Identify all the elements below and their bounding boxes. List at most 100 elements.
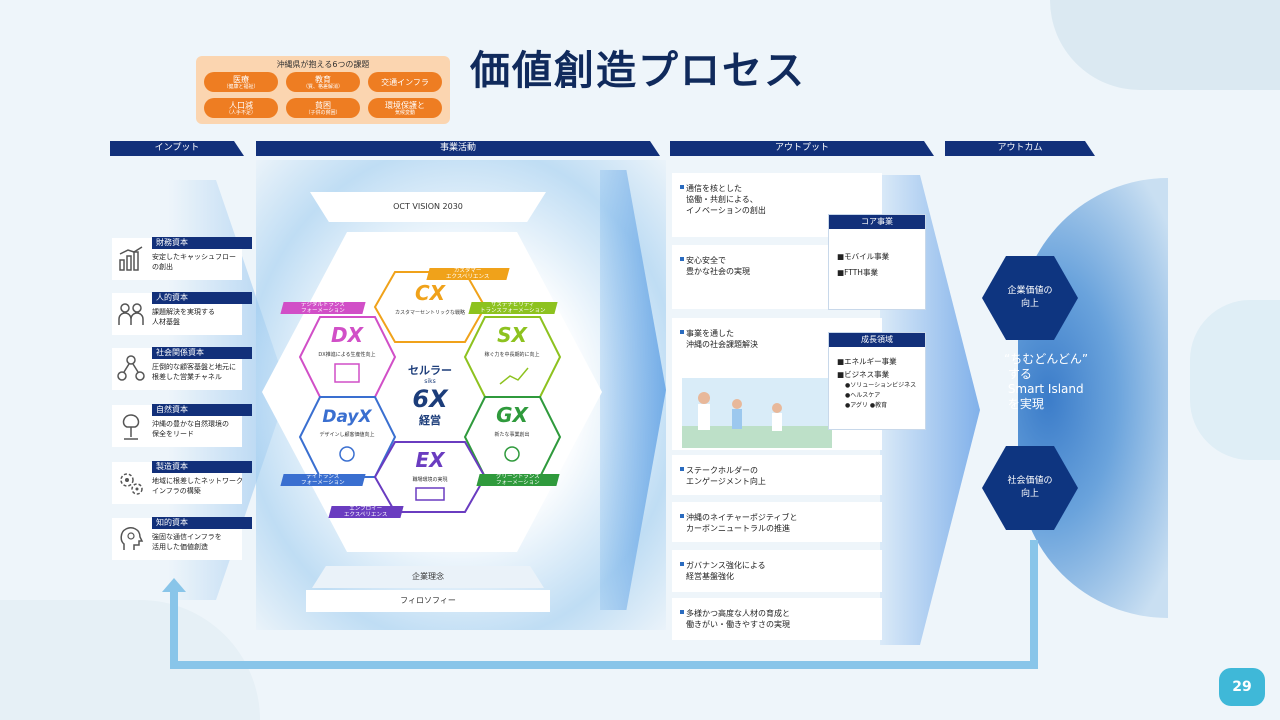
core-business-box: コア事業 ■モバイル事業 ■FTTH事業: [828, 214, 926, 310]
output-text: 事業を通した 沖縄の社会課題解決: [686, 329, 758, 349]
ex-code: EX: [415, 448, 446, 472]
background-shape: [1050, 0, 1280, 90]
issues-panel: 沖縄県が抱える6つの課題 医療（健康と福祉） 教育（質、格差解消） 交通インフラ…: [196, 56, 450, 124]
family-photo: [682, 378, 832, 448]
input-item: 知的資本 強固な通信インフラを 活用した価値創造: [112, 517, 252, 560]
dayx-tag-text: デイトランス フォーメーション: [301, 474, 345, 486]
dx-tag: デジタルトランス フォーメーション: [280, 302, 366, 314]
gx-tag: グリーントランス フォーメーション: [476, 474, 560, 486]
issue-sub: （質、格差解消）: [302, 83, 343, 90]
tree-icon: [122, 414, 140, 440]
forest-icon: [504, 446, 520, 462]
output-text: 沖縄のネイチャーポジティブと カーボンニュートラルの推進: [686, 513, 798, 533]
dx-code: DX: [331, 323, 365, 347]
column-header-outcome: アウトカム: [945, 141, 1095, 156]
issues-heading: 沖縄県が抱える6つの課題: [276, 60, 370, 69]
feedback-loop-line: [170, 661, 1038, 669]
issue-badge: 教育（質、格差解消）: [286, 72, 360, 92]
gears-icon: [120, 473, 143, 495]
core-item: ■FTTH事業: [837, 268, 878, 277]
ex-hex: EX 職場環境の実現: [373, 441, 487, 513]
output-text: 通信を核とした 協働・共創による、 イノベーションの創出: [686, 184, 766, 215]
growth-sub-item: ●アグリ ●教育: [845, 402, 888, 409]
dx-tag-text: デジタルトランス フォーメーション: [301, 302, 345, 314]
input-label: 人的資本: [152, 292, 252, 304]
dx-desc: DX推進による生産性向上: [318, 351, 375, 358]
core-heading: コア事業: [829, 215, 925, 229]
outcome-message: “ちむどんどん” する Smart Island を実現: [1004, 352, 1089, 411]
ex-tag-text: エンプロイー エクスペリエンス: [344, 506, 388, 518]
input-item: 自然資本 沖縄の豊かな自然環境の 保全をリード: [112, 404, 252, 447]
dayx-desc: デザインし顧客価値向上: [319, 431, 374, 438]
gx-code: GX: [496, 403, 529, 427]
sx-desc: 稼ぐ力を中長期的に向上: [484, 351, 539, 358]
cx-tag: カスタマー エクスペリエンス: [426, 268, 510, 280]
dayx-hex: DayX デザインし顧客価値向上: [298, 396, 397, 478]
output-text: ガバナンス強化による 経営基盤強化: [686, 561, 766, 581]
center-bottom: 経営: [419, 413, 441, 427]
output-text: 安心安全で 豊かな社会の実現: [686, 256, 750, 276]
gx-tag-text: グリーントランス フォーメーション: [496, 474, 540, 486]
column-header-output: アウトプット: [670, 141, 934, 156]
sx-tag: サステナビリティ トランスフォーメーション: [468, 302, 558, 314]
growth-heading: 成長領域: [829, 333, 925, 347]
core-item: ■モバイル事業: [837, 252, 890, 261]
ex-tag: エンプロイー エクスペリエンス: [328, 506, 404, 518]
growth-area-box: 成長領域 ■エネルギー事業 ■ビジネス事業 ●ソリューションビジネス ●ヘルスケ…: [828, 332, 926, 430]
input-desc: 沖縄の豊かな自然環境の 保全をリード: [152, 420, 229, 438]
gx-desc: 新たな事業創出: [494, 431, 529, 438]
sx-code: SX: [497, 323, 528, 347]
output-text: ステークホルダーの エンゲージメント向上: [686, 466, 766, 486]
bullet-icon: [680, 562, 684, 566]
input-desc: 課題解決を実現する 人材基盤: [152, 308, 215, 326]
feedback-loop-line: [1030, 540, 1038, 669]
center-top: セルラー: [408, 364, 452, 377]
output-item: 多様かつ高度な人材の育成と 働きがい・働きやすさの実現: [672, 598, 882, 640]
bullet-icon: [680, 330, 684, 334]
page-number: 29: [1219, 668, 1265, 706]
dayx-code: DayX: [322, 407, 372, 427]
computer-icon: [334, 363, 360, 383]
team-icon: [415, 487, 445, 501]
growth-item: ■ビジネス事業: [837, 370, 890, 379]
input-desc: 安定したキャッシュフロー の創出: [152, 253, 236, 271]
dayx-tag: デイトランス フォーメーション: [280, 474, 366, 486]
philosophy-banner-2: フィロソフィー: [306, 590, 550, 612]
output-text: 多様かつ高度な人材の育成と 働きがい・働きやすさの実現: [686, 609, 790, 629]
issue-label: 交通インフラ: [381, 77, 429, 87]
dx-hex: DX DX推進による生産性向上: [298, 316, 397, 398]
growth-sub-item: ●ソリューションビジネス: [845, 382, 917, 389]
feedback-loop-line: [170, 585, 178, 668]
issue-label: 教育: [315, 74, 331, 84]
issue-label: 貧困: [315, 100, 331, 110]
background-shape: [1190, 300, 1280, 460]
issue-badge: 人口減（人手不足）: [204, 98, 278, 118]
people-icon: [118, 303, 144, 325]
feedback-arrow-head-icon: [162, 578, 186, 592]
input-label: 知的資本: [152, 517, 252, 529]
issue-label: 環境保護と: [385, 100, 425, 110]
input-item: 社会関係資本 圧倒的な顧客基盤と地元に 根差した営業チャネル: [112, 347, 252, 390]
input-item: 人的資本 課題解決を実現する 人材基盤: [112, 292, 252, 335]
lightbulb-icon: [339, 446, 355, 462]
network-icon: [117, 355, 145, 381]
input-label: 財務資本: [152, 237, 252, 249]
philosophy-banner: 企業理念: [312, 566, 544, 588]
issue-sub: （健康と福祉）: [223, 83, 259, 90]
bullet-icon: [680, 467, 684, 471]
ex-desc: 職場環境の実現: [412, 476, 447, 483]
six-x-diagram: CX カスタマーセントリックな戦略 DX DX推進による生産性向上 SX 稼ぐ力…: [298, 271, 562, 513]
bullet-icon: [680, 185, 684, 189]
gx-hex: GX 新たな事業創出: [463, 396, 562, 478]
issue-sub: （人手不足）: [225, 109, 256, 116]
center-small: siks: [424, 378, 435, 385]
column-header-input: インプット: [110, 141, 244, 156]
input-label: 社会関係資本: [152, 347, 252, 359]
issue-label: 人口減: [229, 100, 253, 110]
sx-tag-text: サステナビリティ トランスフォーメーション: [480, 302, 546, 314]
input-label: 自然資本: [152, 404, 252, 416]
input-desc: 圧倒的な顧客基盤と地元に 根差した営業チャネル: [152, 363, 236, 381]
cx-desc: カスタマーセントリックな戦略: [395, 309, 465, 316]
growth-chart-icon: [499, 367, 529, 385]
issue-sub: 気候変動: [394, 109, 415, 116]
